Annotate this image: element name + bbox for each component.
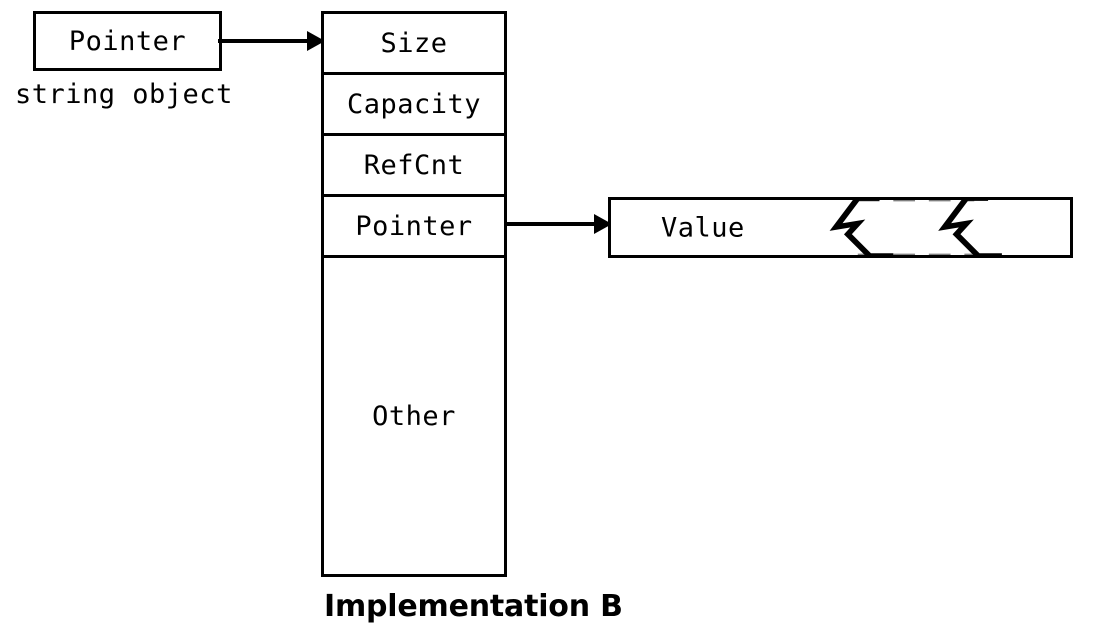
- implementation-caption: Implementation B: [324, 589, 623, 624]
- struct-row-refcnt: RefCnt: [324, 136, 504, 197]
- struct-row-label: Capacity: [346, 88, 482, 120]
- value-box-label: Value: [661, 212, 745, 243]
- struct-row-size: Size: [324, 14, 504, 75]
- arrow-pointer-to-struct-icon: [218, 31, 325, 51]
- struct-row-label: Pointer: [355, 210, 473, 242]
- struct-table: Size Capacity RefCnt Pointer Other: [321, 11, 507, 577]
- struct-row-other: Other: [324, 258, 504, 574]
- pointer-box-label: Pointer: [68, 25, 187, 57]
- arrow-struct-pointer-to-value-icon: [504, 214, 612, 234]
- struct-row-label: Size: [380, 27, 448, 59]
- pointer-box: Pointer: [33, 11, 222, 71]
- struct-row-pointer: Pointer: [324, 197, 504, 258]
- value-box: Value: [608, 197, 1073, 258]
- struct-row-capacity: Capacity: [324, 75, 504, 136]
- struct-row-label: RefCnt: [363, 149, 465, 181]
- string-object-caption: string object: [15, 79, 233, 110]
- struct-row-label: Other: [372, 400, 456, 432]
